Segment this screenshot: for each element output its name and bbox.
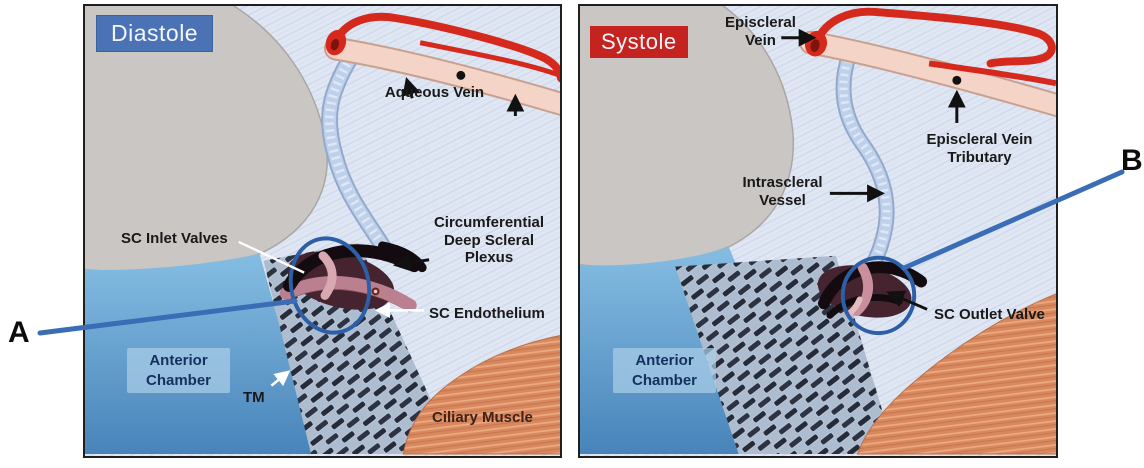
panel-systole: Systole Episcleral Vein Episcleral Vein … <box>578 4 1058 458</box>
sc-inlet-valves-pointer-line <box>238 240 305 274</box>
deep-scleral-plexus-arrow-icon <box>392 253 430 272</box>
sc-outlet-valve-arrow-icon <box>886 290 928 311</box>
annotation-letter-a: A <box>8 316 30 349</box>
tm-arrow-icon <box>270 370 291 387</box>
anterior-chamber-label: Anterior Chamber <box>127 348 230 393</box>
sc-inlet-valves-label: SC Inlet Valves <box>121 230 228 247</box>
tm-label: TM <box>243 389 265 406</box>
aqueous-vein-shape <box>323 36 560 116</box>
systole-badge: Systole <box>590 26 688 58</box>
episcleral-vein-label: Episcleral Vein <box>725 14 796 49</box>
sc-outlet-valve-label: SC Outlet Valve <box>934 306 1045 323</box>
intrascleral-vessel-shape <box>835 45 895 274</box>
vein-collector-dot <box>456 70 466 80</box>
annotation-circle-a <box>288 236 372 335</box>
ciliary-muscle-region <box>402 334 560 455</box>
annotation-circle-b <box>840 255 917 336</box>
aqueous-vessel <box>321 49 391 255</box>
sc-endothelium-label: SC Endothelium <box>429 305 545 322</box>
ciliary-muscle-label: Ciliary Muscle <box>432 409 533 426</box>
panel-diastole: Diastole Aqueous Vein SC Inlet Valves Ci… <box>83 4 562 458</box>
ciliary-muscle-region <box>856 293 1056 455</box>
intrascleral-vessel-label: Intrascleral Vessel <box>742 174 823 209</box>
episcleral-vein-tributary-label: Episcleral Vein Tributary <box>926 131 1033 166</box>
vein-tributary-dot <box>952 75 962 85</box>
aqueous-vein-label: Aqueous Vein <box>384 84 485 101</box>
aqueous-vein-up-arrow-icon <box>402 77 420 99</box>
annotation-letter-b: B <box>1121 144 1143 177</box>
anterior-chamber-label: Anterior Chamber <box>613 348 716 393</box>
circumferential-deep-scleral-plexus-label: Circumferential Deep Scleral Plexus <box>433 214 545 267</box>
episcleral-vein-shape <box>799 30 1056 117</box>
diastole-badge: Diastole <box>97 16 213 51</box>
episcleral-vessel-red <box>325 12 560 83</box>
